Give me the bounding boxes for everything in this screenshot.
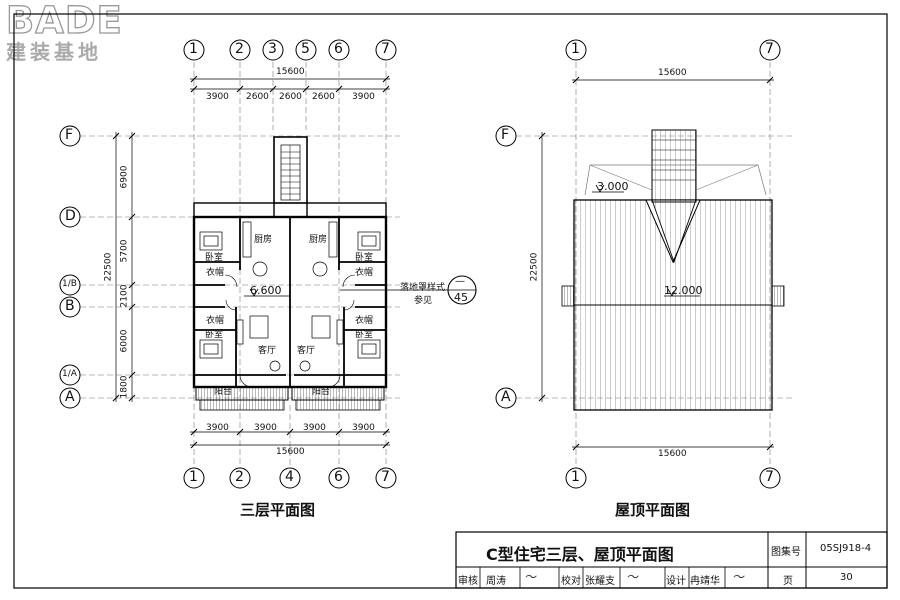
roof-dim-depth: 22500 [529,252,540,282]
drawing-title: C型住宅三层、屋顶平面图 [486,545,674,564]
drawing-frame [13,13,888,589]
axis-bottom-7: 7 [381,469,390,485]
room-bedroom-4: 卧室 [355,330,374,340]
room-wardrobe-3: 衣帽 [206,316,225,326]
review-label: 审核 [458,576,478,587]
dim-top-5: 3900 [352,92,375,102]
checker-name: 张耀支 [585,576,615,587]
dim-top-1: 3900 [206,92,229,102]
room-wardrobe-4: 衣帽 [355,316,374,326]
bade-logo: BADE 建装基地 [5,0,146,68]
axis-bottom-4: 4 [285,469,294,485]
roof-dim-width-bottom: 15600 [658,449,687,459]
room-balcony-right: 阳台 [312,387,331,397]
axis-bottom-2: 2 [235,469,244,485]
roof-dim-width-top: 15600 [658,68,687,78]
roof-plan-title: 屋顶平面图 [615,501,691,519]
axis-top-6: 6 [334,41,343,57]
roof-axis-side-A: A [501,389,511,405]
dim-top-4: 2600 [312,92,335,102]
roof-axis-bottom-7: 7 [765,469,774,485]
dim-bottom-4: 3900 [352,423,375,433]
reviewer-name: 周涛 [486,576,506,587]
dim-bottom-1: 3900 [206,423,229,433]
checker-signature: 〜 [626,570,639,584]
third-floor-plan [59,39,477,489]
dim-bottom-overall: 15600 [276,447,305,457]
dim-bottom-2: 3900 [254,423,277,433]
roof-elev-high: 12.000 [664,284,703,297]
axis-side-D: D [65,208,76,224]
title-block [455,531,888,589]
axis-side-F: F [65,127,74,143]
logo-brand: BADE [5,0,123,42]
roof-axis-side-F: F [501,127,510,143]
dim-side-1: 6900 [119,165,130,189]
dim-bottom-3: 3900 [303,423,326,433]
room-bedroom-2: 卧室 [355,253,374,263]
design-label: 设计 [666,576,686,587]
check-label: 校对 [561,576,581,587]
designer-name: 冉靖华 [690,576,720,587]
elevation-floor: 6.600 [250,284,282,297]
room-bedroom-1: 卧室 [205,253,224,263]
axis-top-1: 1 [189,41,198,57]
room-living-left: 客厅 [258,346,277,356]
dim-side-5: 1800 [119,375,130,399]
logo-subtitle: 建装基地 [6,40,102,64]
axis-side-1A: 1/A [62,369,77,379]
atlas-number: 05SJ918-4 [820,543,872,554]
room-kitchen-left: 厨房 [254,235,273,245]
note-line-1: 落地罩样式 [400,283,446,293]
dim-side-3: 2100 [119,284,130,308]
dim-top-3: 2600 [279,92,302,102]
dim-overall-width: 15600 [276,67,305,77]
room-kitchen-right: 厨房 [309,235,328,245]
roof-elev-low: 3.000 [597,180,629,193]
axis-side-A: A [65,389,75,405]
axis-top-3: 3 [268,41,277,57]
dim-side-2: 5700 [119,239,130,263]
room-wardrobe-2: 衣帽 [355,268,374,278]
room-bedroom-3: 卧室 [205,330,224,340]
room-balcony-left: 阳台 [214,387,233,397]
roof-plan [495,39,795,489]
roof-axis-top-7: 7 [765,41,774,57]
detail-ref-number: 45 [454,291,468,304]
atlas-label: 图集号 [771,547,801,558]
page-label: 页 [783,576,793,587]
note-line-2: 参见 [414,296,433,306]
axis-bottom-6: 6 [334,469,343,485]
room-living-right: 客厅 [297,346,316,356]
room-wardrobe-1: 衣帽 [206,268,225,278]
third-floor-plan-title: 三层平面图 [240,501,316,519]
axis-top-7: 7 [381,41,390,57]
axis-bottom-1: 1 [189,469,198,485]
reviewer-signature: 〜 [524,570,537,584]
roof-axis-top-1: 1 [571,41,580,57]
dim-side-4: 6000 [119,329,130,353]
axis-side-B: B [65,298,75,314]
axis-top-5: 5 [301,41,310,57]
designer-signature: 〜 [732,570,745,584]
detail-ref-top: — [455,276,465,287]
axis-side-1B: 1/B [62,279,77,289]
roof-axis-bottom-1: 1 [571,469,580,485]
axis-top-2: 2 [235,41,244,57]
dim-overall-depth: 22500 [103,252,114,282]
dim-top-2: 2600 [246,92,269,102]
page-number: 30 [840,572,853,583]
